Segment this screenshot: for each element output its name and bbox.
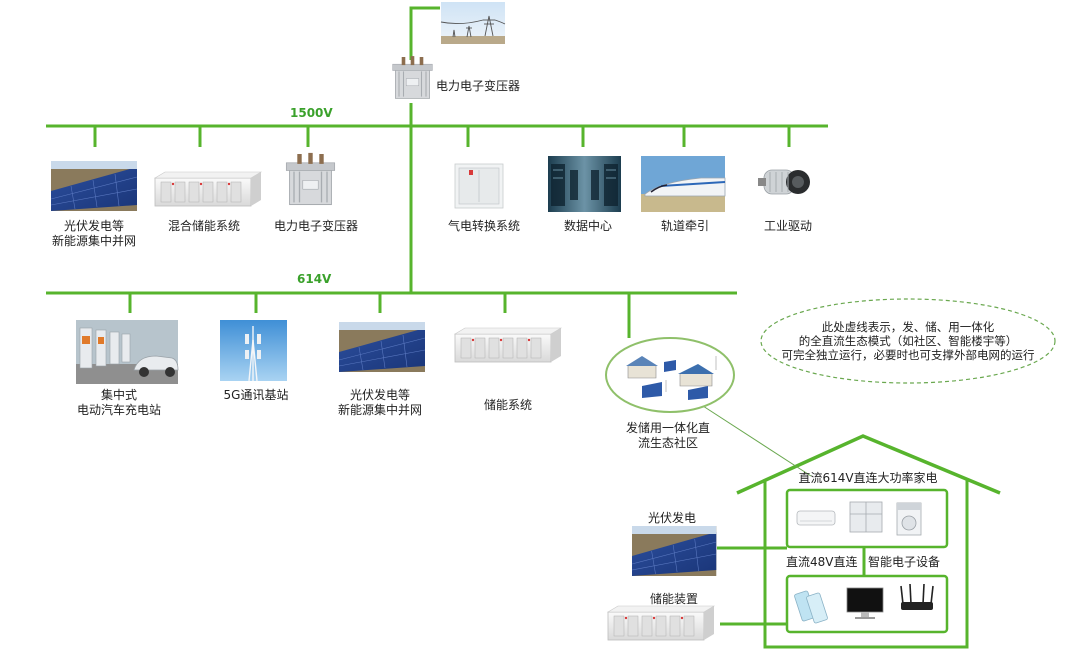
pv2-label-line1: 光伏发电等 [349, 388, 410, 402]
house-storage-image [607, 605, 715, 641]
note-dashed-ellipse [760, 298, 1056, 384]
main-transformer-label: 电力电子变压器 [436, 79, 521, 93]
storage-label: 储能系统 [483, 398, 532, 412]
house-smart-label: 智能电子设备 [868, 555, 941, 569]
house-48v-label: 直流48V直连 [786, 555, 858, 569]
data-center-label: 数据中心 [563, 219, 612, 233]
pet-image [285, 152, 336, 206]
pv2-image [338, 321, 426, 373]
pv2-label: 光伏发电等 新能源集中并网 [324, 388, 436, 418]
note-line2: 的全直流生态模式（如社区、智能楼宇等） [798, 334, 1018, 348]
data-center-image [548, 156, 621, 212]
community-ellipse [605, 337, 735, 413]
community-label-line1: 发储用一体化直 [625, 421, 710, 435]
industrial-label: 工业驱动 [763, 219, 812, 233]
note-line1: 此处虚线表示，发、储、用一体化 [821, 320, 995, 334]
phone-image [794, 590, 828, 624]
house-pv-image [631, 525, 717, 577]
5g-label: 5G通讯基站 [223, 388, 289, 402]
5g-tower-image [220, 320, 287, 382]
community-label-line2: 流生态社区 [637, 436, 698, 450]
community-image [626, 356, 717, 400]
washing-machine-image [896, 502, 922, 536]
gas-electric-label: 气电转换系统 [447, 219, 520, 233]
bus-wires [46, 6, 866, 626]
ev-charging-label-line1: 集中式 [100, 388, 137, 402]
ev-charging-image [76, 320, 179, 384]
ev-charging-label: 集中式 电动汽车充电站 [63, 388, 175, 418]
note-line3: 可完全独立运行，必要时也可支撑外部电网的运行 [781, 348, 1035, 362]
ev-charging-label-line2: 电动汽车充电站 [76, 403, 161, 417]
pet-label: 电力电子变压器 [273, 219, 358, 233]
house-614v-label: 直流614V直连大功率家电 [798, 471, 938, 485]
house-outline [736, 434, 1001, 649]
rail-image [641, 156, 726, 212]
pv-label-line2: 新能源集中并网 [51, 234, 136, 248]
air-conditioner-image [796, 510, 836, 526]
rail-label: 轨道牵引 [660, 219, 709, 233]
pv2-label-line2: 新能源集中并网 [337, 403, 422, 417]
callout-line [702, 405, 812, 477]
gas-electric-image [454, 163, 504, 209]
fridge-image [849, 501, 883, 533]
monitor-image [846, 587, 884, 619]
hybrid-storage-label: 混合储能系统 [167, 219, 240, 233]
hybrid-storage-image [154, 171, 262, 207]
independent-operation-note: 此处虚线表示，发、储、用一体化 的全直流生态模式（如社区、智能楼宇等） 可完全独… [763, 320, 1053, 362]
house-storage-label: 储能装置 [650, 592, 699, 606]
pv-label-line1: 光伏发电等 [63, 219, 124, 233]
pv-image [50, 160, 138, 212]
main-transformer-image [392, 55, 433, 99]
house-pv-label: 光伏发电 [648, 511, 697, 525]
bus-614v-label: 614V [297, 272, 332, 286]
pv-label: 光伏发电等 新能源集中并网 [38, 219, 150, 249]
bus-1500v-label: 1500V [290, 106, 333, 120]
power-pylon-image [440, 2, 506, 44]
community-label: 发储用一体化直 流生态社区 [612, 421, 724, 451]
router-image [900, 583, 934, 610]
storage-image [454, 327, 562, 363]
industrial-image [758, 169, 810, 195]
